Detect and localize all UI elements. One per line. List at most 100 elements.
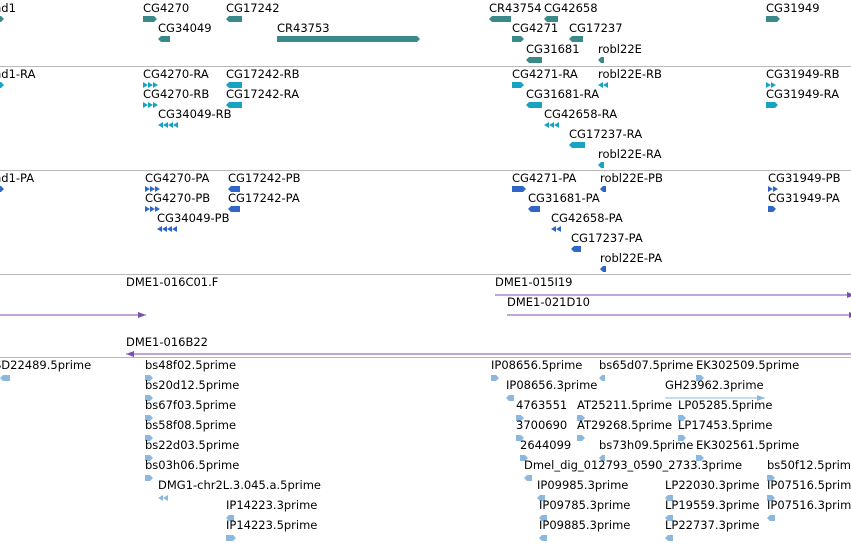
feature-label[interactable]: IP09885.3prime	[539, 518, 631, 532]
feature-label[interactable]: CG4270-RA	[143, 67, 209, 81]
feature-label[interactable]: Dmel_dig_012793_0590_2733.3prime	[524, 458, 743, 472]
feature-label[interactable]: DME1-016C01.F	[126, 275, 219, 289]
feature-label[interactable]: SD22489.5prime	[0, 358, 92, 372]
feature-label[interactable]: robl22E	[598, 42, 642, 56]
feature-glyph-robl22e-ra[interactable]	[594, 160, 610, 172]
feature-glyph-cg34049-pb[interactable]	[153, 224, 181, 236]
feature-label[interactable]: CG4271-RA	[512, 67, 578, 81]
feature-glyph-cg31949-ra[interactable]	[762, 100, 784, 112]
feature-glyph-3700690[interactable]	[512, 433, 530, 445]
feature-label[interactable]: CG42658-PA	[551, 211, 623, 225]
feature-label[interactable]: CG17242-RB	[226, 67, 300, 81]
feature-glyph-nd1-pa[interactable]	[0, 184, 10, 196]
feature-glyph-robl22e-pa[interactable]	[596, 264, 612, 276]
feature-label[interactable]: CG4271-PA	[512, 171, 577, 185]
feature-label[interactable]: LP05285.5prime	[678, 398, 773, 412]
feature-glyph-lp17453-5prime[interactable]	[674, 433, 692, 445]
feature-label[interactable]: robl22E-RB	[598, 67, 662, 81]
feature-glyph-4763551[interactable]	[512, 413, 530, 425]
feature-glyph-lp22737-3prime[interactable]	[661, 533, 679, 545]
feature-glyph-dmg1-chr2l-3-045-a-5prime[interactable]	[154, 493, 176, 505]
feature-glyph-cg42658[interactable]	[540, 14, 564, 26]
feature-glyph-cg4270-pa[interactable]	[141, 184, 165, 196]
feature-label[interactable]: nd1-RA	[0, 67, 36, 81]
feature-glyph-dme1-015i19[interactable]	[491, 290, 851, 302]
feature-glyph-cg4270-pb[interactable]	[141, 204, 165, 216]
feature-glyph-bs03h06-5prime[interactable]	[141, 473, 159, 485]
feature-label[interactable]: bs50f12.5prime	[767, 458, 851, 472]
feature-label[interactable]: DME1-015I19	[495, 275, 573, 289]
feature-label[interactable]: CG31949-PB	[768, 171, 841, 185]
feature-glyph-cg17242[interactable]	[222, 14, 248, 26]
feature-glyph-dme1-021d10[interactable]	[503, 310, 851, 322]
feature-glyph-ip07516-5prime[interactable]	[763, 493, 781, 505]
feature-label[interactable]: CG34049-PB	[157, 211, 230, 225]
feature-label[interactable]: CG31681	[526, 42, 580, 56]
feature-label[interactable]: DME1-021D10	[507, 295, 590, 309]
feature-glyph-cg31949-rb[interactable]	[762, 80, 784, 92]
feature-label[interactable]: bs03h06.5prime	[145, 458, 240, 472]
feature-glyph-cg42658-ra[interactable]	[540, 120, 564, 132]
feature-glyph-sd22489-5prime[interactable]	[0, 373, 16, 385]
feature-glyph-bs48f02-5prime[interactable]	[141, 373, 159, 385]
feature-glyph-cg31949-pa[interactable]	[764, 204, 782, 216]
feature-label[interactable]: CG31681-PA	[528, 191, 600, 205]
feature-label[interactable]: IP07516.3prime	[767, 498, 851, 512]
feature-glyph-cg31681-pa[interactable]	[524, 204, 546, 216]
feature-label[interactable]: CG34049-RB	[158, 107, 232, 121]
feature-glyph-cg17242-ra[interactable]	[222, 100, 248, 112]
feature-glyph-ip14223-3prime[interactable]	[222, 513, 240, 525]
feature-label[interactable]: CG31681-RA	[526, 87, 600, 101]
feature-label[interactable]: CG42658	[544, 1, 598, 15]
feature-glyph-bs50f12-5prime[interactable]	[763, 473, 781, 485]
feature-glyph-bs22d03-5prime[interactable]	[141, 453, 159, 465]
feature-label[interactable]: bs20d12.5prime	[145, 378, 240, 392]
feature-label[interactable]: IP07516.5prime	[767, 478, 851, 492]
feature-glyph-robl22e-rb[interactable]	[594, 80, 616, 92]
feature-label[interactable]: AT29268.5prime	[577, 418, 673, 432]
feature-label[interactable]: CG31949	[766, 1, 820, 15]
feature-glyph-cg4270-rb[interactable]	[139, 100, 163, 112]
feature-label[interactable]: CG4270-PA	[145, 171, 210, 185]
feature-label[interactable]: CG31949-PA	[768, 191, 840, 205]
feature-glyph-cg34049[interactable]	[154, 34, 176, 46]
feature-label[interactable]: robl22E-PB	[600, 171, 663, 185]
feature-glyph-cg17237-pa[interactable]	[567, 244, 587, 256]
feature-glyph-cr43753[interactable]	[273, 34, 426, 46]
feature-glyph-cg17242-pb[interactable]	[224, 184, 246, 196]
feature-glyph-2644099[interactable]	[516, 453, 534, 465]
feature-label[interactable]: EK302561.5prime	[696, 438, 800, 452]
feature-label[interactable]: IP09985.3prime	[537, 478, 629, 492]
feature-glyph-cg4270-ra[interactable]	[139, 80, 163, 92]
feature-label[interactable]: IP14223.5prime	[226, 518, 318, 532]
feature-label[interactable]: CG42658-RA	[544, 107, 618, 121]
feature-label[interactable]: CG4270-PB	[145, 191, 211, 205]
feature-label[interactable]: 2644099	[520, 438, 572, 452]
feature-glyph-cg31949-pb[interactable]	[764, 184, 782, 196]
feature-label[interactable]: CG17242-PA	[228, 191, 300, 205]
feature-label[interactable]: CG34049	[158, 21, 212, 35]
feature-label[interactable]: bs22d03.5prime	[145, 438, 240, 452]
feature-glyph-cr43754[interactable]	[485, 14, 517, 26]
feature-glyph-robl22e-pb[interactable]	[596, 184, 612, 196]
feature-label[interactable]: CG17242-RA	[226, 87, 300, 101]
feature-label[interactable]: CR43754	[489, 1, 542, 15]
feature-label[interactable]: robl22E-RA	[598, 147, 662, 161]
feature-glyph-cg31949[interactable]	[762, 14, 786, 26]
feature-label[interactable]: robl22E-PA	[600, 251, 663, 265]
feature-label[interactable]: CG17237-RA	[569, 127, 643, 141]
feature-glyph-dme1-016b22[interactable]	[122, 349, 851, 361]
feature-label[interactable]: bs58f08.5prime	[145, 418, 237, 432]
feature-glyph-cg17242-pa[interactable]	[224, 204, 246, 216]
feature-label[interactable]: LP17453.5prime	[678, 418, 773, 432]
feature-label[interactable]: CR43753	[277, 21, 330, 35]
feature-label[interactable]: LP22737.3prime	[665, 518, 760, 532]
feature-glyph-lp19559-3prime[interactable]	[661, 513, 679, 525]
feature-glyph-ip08656-5prime[interactable]	[487, 373, 505, 385]
feature-glyph-cg17242-rb[interactable]	[222, 80, 248, 92]
feature-glyph-lp05285-5prime[interactable]	[674, 413, 692, 425]
feature-label[interactable]: DME1-016B22	[126, 335, 208, 349]
feature-glyph-cg34049-rb[interactable]	[154, 120, 182, 132]
feature-label[interactable]: IP14223.3prime	[226, 498, 318, 512]
feature-glyph-cg4270[interactable]	[139, 14, 163, 26]
